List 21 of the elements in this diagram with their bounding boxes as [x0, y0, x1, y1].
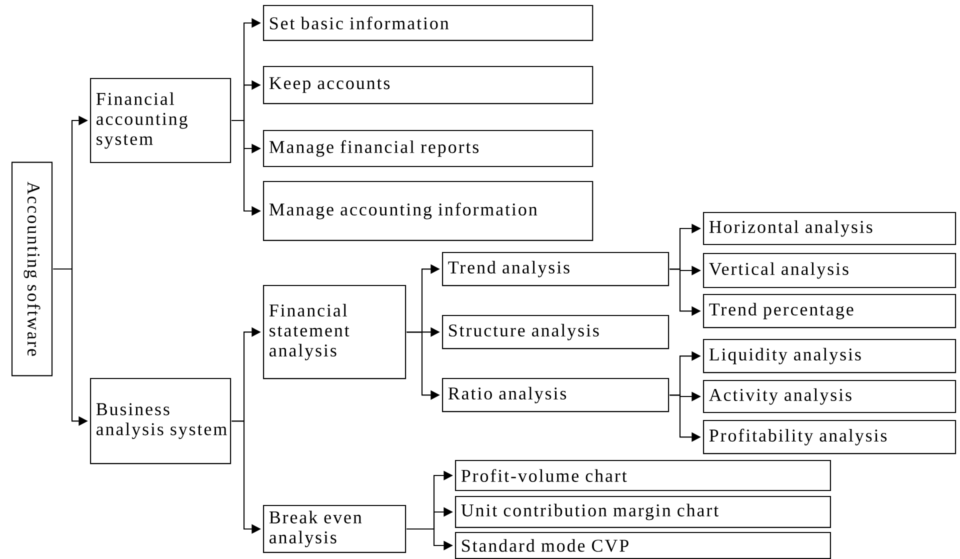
box: Set basic information [263, 5, 594, 41]
box: Trend percentage [703, 294, 956, 328]
box: Keep accounts [263, 66, 594, 104]
box: Manage financial reports [263, 130, 594, 168]
box: Trend analysis [442, 252, 670, 286]
box: Manage accounting information [263, 181, 594, 241]
box: Horizontal analysis [703, 212, 956, 246]
box: Activity analysis [703, 380, 956, 414]
box: Liquidity analysis [703, 339, 956, 374]
box: Business analysis system [90, 378, 232, 464]
box: Vertical analysis [703, 253, 956, 288]
box: Unit contribution margin chart [455, 496, 831, 528]
box: Accounting software [11, 162, 53, 376]
box: Profitability analysis [703, 420, 956, 454]
box: Financial accounting system [90, 78, 232, 164]
box: Financial statement analysis [263, 285, 406, 380]
box: Structure analysis [442, 315, 670, 350]
box: Standard mode CVP [455, 532, 831, 559]
box: Break even analysis [263, 505, 406, 553]
box: Ratio analysis [442, 378, 670, 412]
box: Profit-volume chart [455, 460, 831, 492]
